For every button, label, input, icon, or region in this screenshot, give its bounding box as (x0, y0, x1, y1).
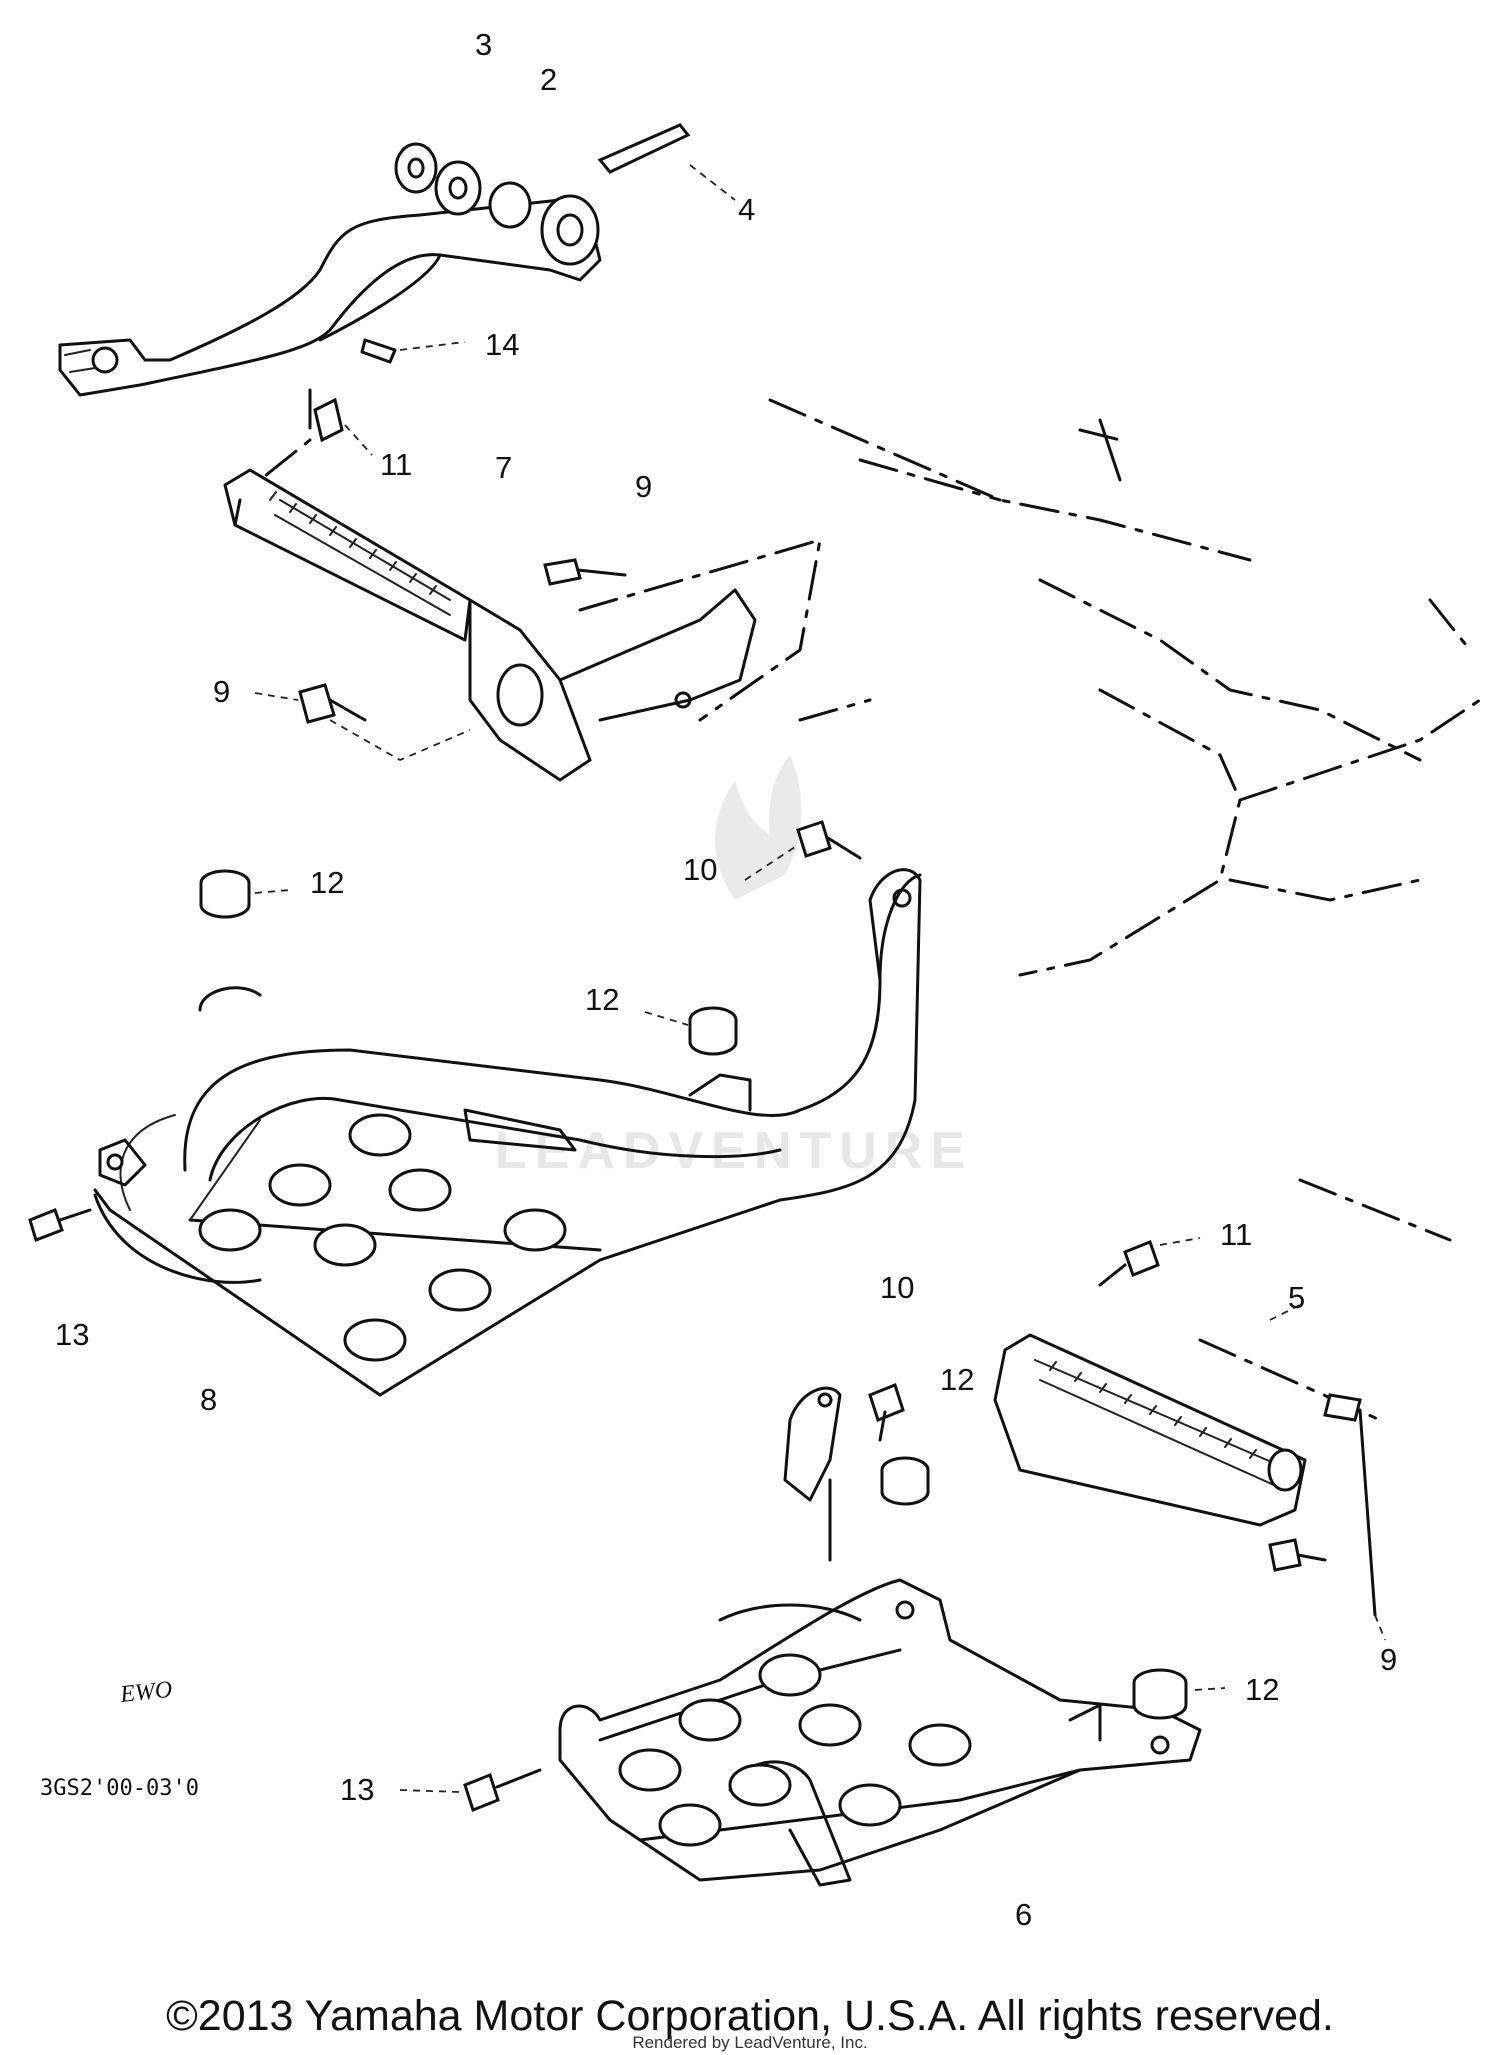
washer-3 (394, 142, 438, 194)
drawing-code: 3GS2'00-03'0 (40, 1776, 199, 1801)
callout-10-lower: 10 (880, 1270, 914, 1305)
bolt-10-upper (744, 820, 862, 881)
copyright-notice: ©2013 Yamaha Motor Corporation, U.S.A. A… (166, 1992, 1334, 2040)
damper-12-lower-right (1132, 1668, 1226, 1720)
footboard-8 (93, 868, 922, 1397)
footrest-5-teeth (1049, 1361, 1257, 1459)
watermark-text: LEADVENTURE (495, 1122, 973, 1180)
bolts-9-right (1268, 1393, 1386, 1641)
footboard-8-holes (198, 1113, 567, 1362)
frame-outline (768, 398, 1482, 1422)
bolts-9-upper (254, 558, 627, 762)
washer-2 (434, 160, 482, 216)
callout-13-lower: 13 (340, 1772, 374, 1807)
pedal-boss (540, 194, 600, 266)
bolt-11-upper (313, 397, 373, 456)
damper-12-left (199, 869, 291, 919)
bolt-11-right (1098, 1237, 1201, 1287)
callout-12-center: 12 (585, 982, 619, 1017)
callout-6: 6 (1015, 1897, 1032, 1932)
callout-8: 8 (200, 1382, 217, 1417)
callout-4: 4 (738, 192, 755, 227)
callout-12-right: 12 (940, 1362, 974, 1397)
ewo-stamp: EWO (118, 1677, 173, 1708)
footrest-7-teeth (269, 491, 437, 595)
bolt-13-lower (399, 1768, 542, 1812)
callout-12-lower-right: 12 (1245, 1672, 1279, 1707)
callout-11-right: 11 (1220, 1217, 1252, 1252)
watermark: LEADVENTURE (495, 755, 973, 1180)
footrest-5 (993, 1304, 1307, 1527)
bolt-14 (360, 338, 466, 364)
callouts: 3 2 4 14 11 7 9 9 10 12 12 13 8 10 11 5 … (55, 27, 1397, 1932)
callout-11-upper: 11 (380, 447, 412, 482)
footboard-6-holes (618, 1653, 972, 1847)
bracket-10-right (783, 1383, 930, 1562)
callout-9-right: 9 (1380, 1642, 1397, 1677)
callout-9-left: 9 (213, 674, 230, 709)
callout-13-left: 13 (55, 1317, 89, 1352)
callout-3: 3 (475, 27, 492, 62)
rendered-by-credit: Rendered by LeadVenture, Inc. (632, 2033, 868, 2052)
footrest-7 (223, 468, 757, 782)
callout-12-left: 12 (310, 865, 344, 900)
callout-14: 14 (485, 327, 519, 362)
cotter-pin-4 (597, 123, 691, 174)
callout-9-upper: 9 (635, 469, 652, 504)
bolt-13-left (28, 1208, 92, 1242)
callout-5: 5 (1288, 1280, 1305, 1315)
footboard-6 (558, 1578, 1202, 1887)
brake-pedal (58, 194, 602, 397)
pedal-washers (394, 123, 736, 229)
damper-12-center (644, 1006, 738, 1056)
footrest-bracket (258, 388, 822, 722)
callout-10-upper: 10 (683, 852, 717, 887)
callout-2: 2 (540, 62, 557, 97)
callout-7: 7 (495, 450, 512, 485)
